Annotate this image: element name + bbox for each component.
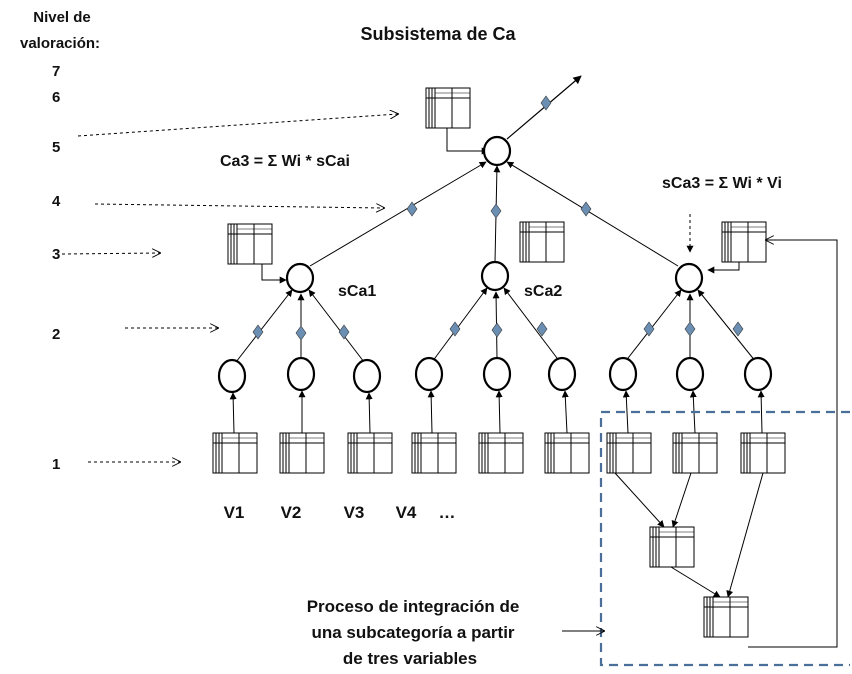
edge-t5-v5	[495, 390, 503, 434]
variable-label-1: V1	[224, 503, 245, 522]
integration-process-boundary	[599, 410, 850, 667]
variable-node-5	[482, 356, 512, 392]
weight-diamond-l2-9	[732, 321, 744, 337]
edge-v7-sca3	[624, 289, 682, 363]
weight-diamond-l2-1	[252, 324, 264, 340]
variable-node-3	[352, 358, 382, 394]
variable-label-ellipsis: …	[439, 503, 456, 522]
level-1: 1	[52, 456, 60, 473]
edge-v1-sca1	[235, 289, 293, 363]
variable-node-8	[675, 356, 705, 392]
variable-node-9	[743, 356, 773, 392]
edge-v3-sca1	[308, 289, 365, 363]
edge-t1-v1	[229, 392, 237, 434]
weight-diamond-l4-2	[490, 203, 502, 219]
variable-table-icon-3	[347, 432, 393, 474]
level-heading-line2: valoración:	[20, 35, 100, 52]
weight-diamond-l2-7	[643, 321, 655, 337]
integration-edge-3	[670, 566, 721, 598]
edge-t4-v4	[427, 390, 435, 434]
integration-table-intermediate	[649, 526, 695, 568]
variable-label-4: V4	[396, 503, 417, 522]
edge-t3-v3	[365, 392, 373, 434]
variable-table-icon-4	[411, 432, 457, 474]
edge-t6-v6	[561, 390, 569, 434]
level-7: 7	[52, 63, 60, 80]
variable-table-icon-1	[212, 432, 258, 474]
weight-diamond-l2-2	[295, 325, 307, 341]
level-3: 3	[52, 246, 60, 263]
variable-node-2	[286, 356, 316, 392]
diagram-title: Subsistema de Ca	[360, 24, 516, 44]
edge-sca3-top	[506, 161, 679, 267]
weight-diamond-output	[540, 95, 552, 111]
sca2-label: sCa2	[524, 283, 562, 300]
variable-table-icon-2	[279, 432, 325, 474]
sca3-table-icon	[721, 221, 767, 263]
weight-diamond-l4-3	[580, 201, 592, 217]
feedback-arrow	[748, 240, 838, 648]
weight-diamond-l2-6	[536, 321, 548, 337]
sca1-node	[285, 262, 315, 294]
sca1-table-connector	[261, 264, 287, 284]
variable-table-icon-6	[544, 432, 590, 474]
level-4-pointer	[94, 204, 384, 208]
sca2-node	[480, 260, 510, 292]
variable-table-icon-8	[672, 432, 718, 474]
variable-node-6	[547, 356, 577, 392]
edge-v6-sca2	[503, 287, 561, 363]
process-caption-line1: Proceso de integración de	[307, 597, 520, 616]
variable-node-7	[608, 356, 638, 392]
sca1-label: sCa1	[338, 283, 376, 300]
edge-v4-sca2	[431, 287, 488, 363]
integration-edge-2	[671, 472, 692, 528]
weight-diamond-l2-8	[684, 321, 696, 337]
formula-top: Ca3 = Σ Wi * sCai	[220, 153, 350, 170]
sca3-table-connector	[707, 262, 740, 274]
weight-diamond-l2-4	[449, 321, 461, 337]
formula-right: sCa3 = Σ Wi * Vi	[662, 175, 782, 192]
integration-edge-4	[726, 472, 764, 598]
edge-v9-sca3	[697, 289, 757, 363]
weight-diamond-l2-3	[338, 324, 350, 340]
integration-table-result	[703, 596, 749, 638]
process-caption-line3: de tres variables	[343, 649, 477, 668]
weight-diamond-l2-5	[491, 322, 503, 338]
level-4: 4	[52, 193, 61, 210]
sca2-table-icon	[519, 221, 565, 263]
sca3-node	[674, 262, 704, 294]
top-node	[482, 135, 512, 167]
top-table-icon	[425, 87, 471, 129]
edge-t7-v7	[622, 390, 630, 434]
level-heading-line1: Nivel de	[33, 9, 91, 26]
weight-diamond-l4-1	[406, 201, 418, 217]
variable-table-icon-9	[740, 432, 786, 474]
edge-t9-v9	[757, 390, 765, 434]
process-caption-line2: una subcategoría a partir	[311, 623, 514, 642]
sca1-table-icon	[227, 223, 273, 265]
variable-node-1	[217, 358, 247, 394]
edge-sca1-top	[309, 161, 487, 267]
level-5: 5	[52, 139, 60, 156]
variable-table-icon-7	[606, 432, 652, 474]
integration-edge-1	[614, 472, 665, 528]
level-2: 2	[52, 326, 60, 343]
variable-table-icon-5	[478, 432, 524, 474]
level-5-pointer	[77, 114, 398, 137]
top-table-connector	[446, 128, 489, 155]
level-6: 6	[52, 89, 60, 106]
variable-node-4	[414, 356, 444, 392]
variable-label-2: V2	[281, 503, 302, 522]
variable-label-3: V3	[344, 503, 365, 522]
level-3-pointer	[61, 253, 160, 254]
